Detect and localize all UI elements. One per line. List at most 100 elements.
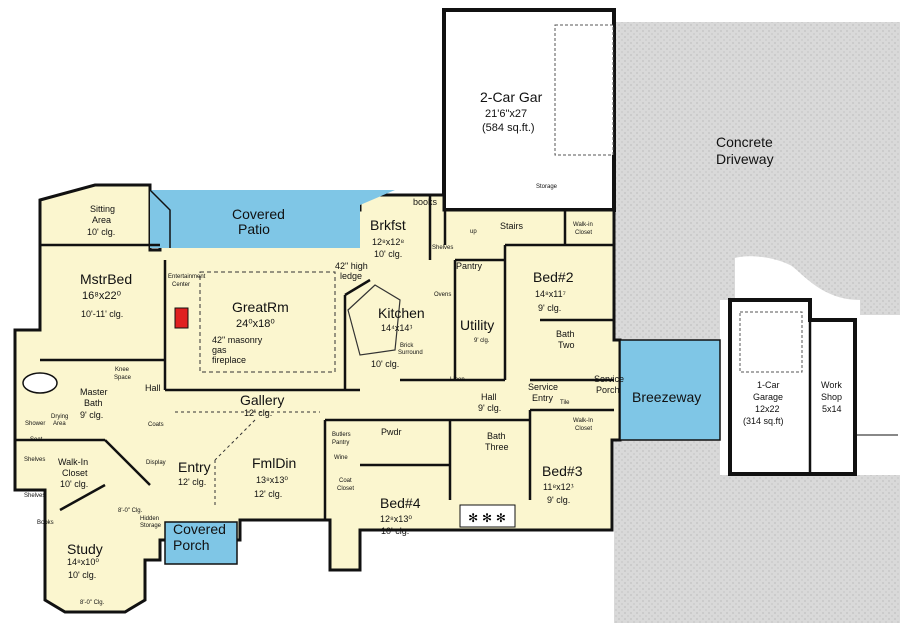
bed4-name: Bed#4 — [380, 495, 421, 511]
service-porch-1: Service — [594, 374, 625, 384]
entertainment-2: Center — [172, 282, 191, 288]
bed2-ceiling: 9' clg. — [538, 303, 562, 313]
covered-patio-label-2: Patio — [238, 221, 270, 237]
ovens-label: Ovens — [434, 292, 452, 298]
garage-1car — [728, 298, 857, 476]
workshop-2: Shop — [821, 392, 843, 402]
shelves-left: Shelves — [24, 457, 46, 463]
study-size: 14⁸x10⁰ — [67, 557, 99, 567]
sitting-label-2: Area — [92, 215, 112, 225]
coat-closet-2: Closet — [337, 486, 355, 492]
master-bath-ceiling: 9' clg. — [80, 410, 104, 420]
service-entry-2: Entry — [532, 393, 554, 403]
stairs-label: Stairs — [500, 221, 524, 231]
garage1-size: 12x22 — [755, 404, 780, 414]
ledge-1: 42" high — [335, 261, 368, 271]
bed4-ceiling: 10' clg. — [381, 526, 410, 536]
walkin-left-1: Walk-In — [58, 457, 89, 467]
hall-right-name: Hall — [481, 392, 497, 402]
brick-1: Brick — [400, 343, 414, 349]
service-entry-1: Service — [528, 382, 559, 392]
hall-right-ceiling: 9' clg. — [478, 403, 502, 413]
sitting-ceiling: 10' clg. — [87, 227, 116, 237]
service-porch-2: Porch — [596, 385, 620, 395]
garage2-name: 2-Car Gar — [480, 89, 543, 105]
gallery-name: Gallery — [240, 392, 285, 408]
mstrbed-name: MstrBed — [80, 271, 133, 287]
svg-text:✻ ✻ ✻: ✻ ✻ ✻ — [468, 511, 506, 525]
greatrm-note-3: fireplace — [212, 355, 247, 365]
garage2-size: 21'6"x27 — [485, 108, 528, 120]
workshop-1: Work — [821, 380, 842, 390]
study-ceiling: 10' clg. — [68, 570, 97, 580]
shelves-top: Shelves — [432, 245, 454, 251]
entertainment-1: Entertainment — [168, 274, 206, 280]
brkfst-name: Brkfst — [370, 217, 406, 233]
shelves-bottom: Shelves — [24, 493, 46, 499]
kitchen-island — [347, 284, 401, 356]
greatroom-ceiling — [199, 271, 336, 373]
wine-label: Wine — [334, 455, 348, 461]
driveway-label-2: Driveway — [716, 151, 774, 167]
walkin-closet-right-1: Walk-In — [573, 418, 594, 424]
master-bath-1: Master — [80, 387, 108, 397]
walkin-closet-top-1: Walk-in — [573, 222, 593, 228]
bath-three-1: Bath — [487, 431, 506, 441]
fmldin-ceiling: 12' clg. — [254, 489, 283, 499]
greatrm-name: GreatRm — [232, 299, 289, 315]
covered-porch-1: Covered — [173, 521, 226, 537]
study-clg: 8'-0" Clg. — [80, 600, 105, 606]
garage1-name-2: Garage — [753, 392, 784, 402]
garage1-area: (314 sq.ft) — [743, 416, 784, 426]
walkin-closet-top-2: Closet — [575, 230, 593, 236]
display-label: Display — [146, 460, 166, 466]
hall-left: Hall — [145, 383, 161, 393]
coat-closet-1: Coat — [339, 478, 352, 484]
garage-door — [554, 24, 614, 156]
books-study: Books — [37, 520, 54, 526]
breezeway-fill — [619, 339, 721, 441]
tile-label: Tile — [560, 400, 570, 406]
bath-two-2: Two — [558, 340, 575, 350]
covered-patio-fill — [150, 190, 395, 248]
knee-space-2: Space — [114, 375, 132, 381]
greatrm-size: 24⁰x18⁰ — [236, 318, 275, 330]
kitchen-size: 14⁴x14⁳ — [381, 323, 413, 333]
bed3-ceiling: 9' clg. — [547, 495, 571, 505]
fireplace — [174, 307, 189, 329]
utility-ceiling: 9' clg. — [474, 338, 490, 344]
walkin-left-ceiling: 10' clg. — [60, 479, 89, 489]
covered-porch-2: Porch — [173, 537, 210, 553]
greatrm-note-2: gas — [212, 345, 227, 355]
driveway-lower — [614, 446, 900, 623]
mstrbed-size: 16⁸x22⁰ — [82, 290, 122, 302]
bed3-name: Bed#3 — [542, 463, 583, 479]
clg-8: 8'-0" Clg. — [118, 508, 143, 514]
pwdr-label: Pwdr — [381, 427, 402, 437]
brkfst-size: 12⁸x12⁸ — [372, 237, 405, 247]
bath-three-2: Three — [485, 442, 509, 452]
sitting-label-1: Sitting — [90, 204, 116, 214]
bed2-size: 14⁸x11⁷ — [535, 289, 566, 299]
brkfst-ceiling: 10' clg. — [374, 249, 403, 259]
walkin-closet-right-2: Closet — [575, 426, 593, 432]
garage1-name-1: 1-Car — [757, 380, 780, 390]
linen-label: Linen — [450, 377, 465, 383]
pantry-label: Pantry — [456, 261, 483, 271]
seat-label: Seat — [30, 437, 43, 443]
coats-label: Coats — [148, 422, 164, 428]
breezeway-label: Breezeway — [632, 389, 702, 405]
bed2-name: Bed#2 — [533, 269, 574, 285]
study-name: Study — [67, 541, 103, 557]
utility-name: Utility — [460, 317, 495, 333]
fmldin-name: FmlDin — [252, 455, 297, 471]
covered-porch-fill — [164, 521, 238, 565]
butlers-2: Pantry — [332, 440, 350, 446]
workshop-size: 5x14 — [822, 404, 842, 414]
walkin-left-2: Closet — [62, 468, 88, 478]
tub — [22, 372, 58, 394]
butlers-1: Butlers — [332, 432, 351, 438]
kitchen-name: Kitchen — [378, 305, 425, 321]
hidden-storage-2: Storage — [140, 523, 162, 529]
books-top: books — [413, 197, 438, 207]
